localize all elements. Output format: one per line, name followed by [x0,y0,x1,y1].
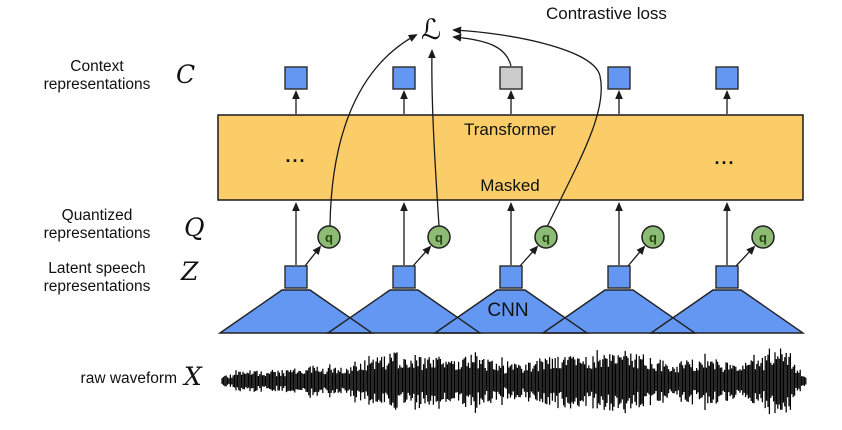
cnn-trapezoid-outline [540,289,698,334]
latent-square [607,265,631,289]
quantizer-letter: q [759,230,767,245]
latent-label-line2: representations [43,278,151,295]
loss-arrow-from-q1 [329,34,418,227]
latent-to-quantizer-arrow [627,245,646,267]
raw-waveform-label: raw waveform [80,370,177,387]
latent-square [392,265,416,289]
cnn-trapezoid-outline [217,289,375,334]
latent-to-quantizer-arrow [412,245,432,267]
quantizer-letter: q [649,230,657,245]
quantized-representations-label: Quantized representations [17,207,177,243]
latent-speech-representations-label: Latent speech representations [17,260,177,296]
quantized-label-line1: Quantized [61,207,133,224]
latent-to-quantizer-arrow [735,245,756,267]
quantizer-circle [641,225,665,249]
context-label-line1: Context [70,58,124,75]
cnn-trapezoid-fill [435,290,587,333]
latent-square [499,265,523,289]
cnn-trapezoid-outline [325,289,483,334]
quantizer-letter: q [542,230,550,245]
cnn-trapezoid-fill [220,290,372,333]
latent-label-line1: Latent speech [48,260,146,277]
quantizer-letter: q [435,230,443,245]
context-square [607,66,631,90]
context-square [392,66,416,90]
masked-label: Masked [480,176,540,195]
context-representations-label: Context representations [17,58,177,94]
latent-square [284,265,308,289]
latent-to-quantizer-arrow [519,245,539,267]
quantizer-circle [427,225,451,249]
transformer-box [217,114,804,201]
context-square [715,66,739,90]
quantizer-circle [751,225,775,249]
raw-waveform [221,348,807,414]
ellipsis-left: ... [285,146,307,166]
latent-symbol: Z [181,257,199,286]
context-square [284,66,308,90]
quantized-symbol: Q [184,213,205,242]
quantizer-circle [317,225,341,249]
loss-arrow-from-q2 [427,49,440,227]
context-symbol: C [176,60,196,89]
quantizer-circle [534,225,558,249]
ellipsis-right: ... [714,148,736,168]
latent-square [715,265,739,289]
waveform-symbol: X [184,362,202,391]
cnn-label: CNN [487,300,529,321]
cnn-trapezoid-fill [328,290,480,333]
transformer-label: Transformer [464,120,556,139]
cnn-trapezoid-outline [432,289,590,334]
latent-to-quantizer-arrow [304,245,322,267]
quantized-label-line2: representations [43,225,151,242]
quantizer-letter: q [325,230,333,245]
cnn-trapezoid-outline [648,289,806,334]
context-label-line2: representations [43,76,151,93]
masked-context-square [499,66,523,90]
cnn-trapezoid-fill [543,290,695,333]
loss-arrow-from-masked-context [452,33,512,67]
contrastive-loss-label: Contrastive loss [546,4,667,23]
loss-arrow-from-q3 [452,26,602,228]
loss-symbol: ℒ [421,13,442,46]
cnn-trapezoid-fill [651,290,803,333]
